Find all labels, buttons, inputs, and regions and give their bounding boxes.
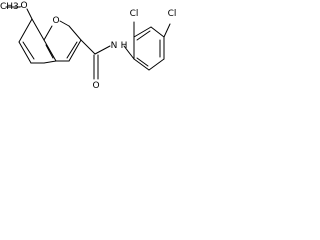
bond-c5-c4a xyxy=(43,60,57,64)
chlorine-ortho-label: Cl xyxy=(130,9,139,19)
bond-c3-c4 xyxy=(68,39,82,62)
bond-o1-c2 xyxy=(59,20,70,27)
bond-c2p-c3p xyxy=(133,26,152,38)
bond-c2p-c3p-inner xyxy=(136,30,151,41)
bond-c7-c6 xyxy=(18,41,32,64)
bond-c5p-c6p xyxy=(148,58,165,71)
bond-c7-c6-inner xyxy=(22,41,35,60)
bond-carbonyl-n xyxy=(94,45,111,55)
bond-c3-carbonyl xyxy=(80,39,96,55)
amide-hydrogen-label: H xyxy=(121,41,128,51)
bond-o-c8 xyxy=(26,8,33,20)
bond-c4p-cl xyxy=(163,23,171,38)
chlorine-para-label: Cl xyxy=(168,9,177,19)
carbonyl-oxygen-label: O xyxy=(92,81,99,91)
bond-c3p-c4p xyxy=(150,26,165,38)
bond-c6p-c1p xyxy=(133,58,150,71)
bond-n-c1p xyxy=(123,45,135,60)
methoxy-oxygen-label: O xyxy=(20,1,27,11)
bond-c8a-o1 xyxy=(43,25,53,41)
bond-c3-c4-inner xyxy=(66,41,78,59)
ring-oxygen-label: O xyxy=(52,16,59,26)
bond-c8-c7 xyxy=(18,18,33,43)
bond-c4a-c8a xyxy=(43,39,57,62)
bond-c8a-c4a-inner xyxy=(45,44,54,59)
chemical-structure-diagram: CH3- O O O N H Cl Cl xyxy=(0,1,177,91)
methoxy-carbon-label: CH3- xyxy=(0,2,22,12)
bond-c8-c8a xyxy=(31,18,45,41)
bond-c6p-c1p-inner xyxy=(136,57,149,67)
bond-c2-c3 xyxy=(68,25,82,41)
amide-nitrogen-label: N xyxy=(111,41,118,51)
